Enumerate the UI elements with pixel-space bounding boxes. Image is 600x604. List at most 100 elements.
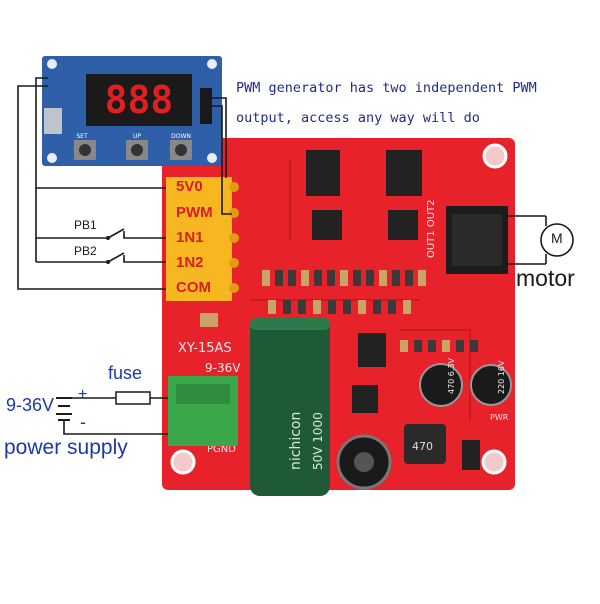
big-capacitor [250,318,330,496]
terminal-label-pwm: PWM [176,204,213,221]
switch-node [106,260,110,264]
smd-part [288,270,296,286]
button-set [79,144,91,156]
led-digits: 888 [105,78,174,122]
button-label-up: UP [133,133,141,140]
small-cap-label: 220 16V [497,360,506,394]
motor-symbol-label: M [551,230,563,246]
ic-chip [352,385,378,413]
power-supply-label: power supply [4,436,128,459]
smd-part [328,300,336,314]
mount-hole [207,153,217,163]
smd-part [353,270,361,286]
ic-chip [312,210,342,240]
smd-part [418,270,426,286]
smd-part [379,270,387,286]
generator-buttons [74,140,192,160]
medium-capacitor-top [354,452,374,472]
ic-chip [386,150,422,196]
mount-hole [47,59,57,69]
smd-part [400,340,408,352]
terminal-label-1n2: 1N2 [176,254,204,271]
mount-hole [482,143,508,169]
cap-brand: nichicon [288,412,304,470]
motor-label: motor [516,265,575,291]
board-voltage: 9-36V [205,361,241,375]
supply-minus: - [80,412,86,432]
smd-part [283,300,291,314]
button-label-set: SET [76,133,88,140]
mount-hole [207,59,217,69]
main-pcb: OUT1 OUT2 XY-15AS 9-36V PGND PWR 470 6.3… [162,138,515,496]
wires [17,77,547,435]
description-line-1: PWM generator has two independent PWM [236,80,537,96]
terminal-screws [229,182,239,293]
smd-part [301,270,309,286]
terminal-label-com: COM [176,279,211,296]
smd-part [403,300,411,314]
smd-part [314,270,322,286]
terminal-label-5v0: 5V0 [176,178,203,195]
out-label: OUT1 OUT2 [426,199,437,258]
smd-part [428,340,436,352]
smd-part [358,300,366,314]
motor-connector-inner [452,214,502,266]
small-cap [419,363,463,407]
smd-part [442,340,450,352]
big-capacitor-top [250,318,330,330]
terminal-block-body [166,177,232,301]
smd-part [373,300,381,314]
cap-value: 50V 1000 [311,412,325,470]
button-up [131,144,143,156]
fuse-label: fuse [108,363,143,383]
motor-symbol [540,223,574,257]
switch-label-pb1: PB1 [74,218,97,232]
smd-part [414,340,422,352]
smd-part [392,270,400,286]
pwm-generator-board: 888 SET UP DOWN [42,56,222,166]
ic-chip [358,333,386,367]
smd-part [275,270,283,286]
smd-cap [200,313,218,327]
mount-hole [47,153,57,163]
small-cap [470,364,512,406]
small-cap-label: 470 6.3V [447,357,456,394]
ic-chip [306,150,340,196]
smd-components [262,270,478,352]
fuse-symbol [115,391,151,405]
smd-part [470,340,478,352]
inductor-label: 470 [412,440,433,453]
terminal-label-1n1: 1N1 [176,229,204,246]
diode [462,440,480,470]
supply-plus: + [78,386,88,403]
button-down [175,144,187,156]
button-label-down: DOWN [171,133,191,140]
pwr-label: PWR [490,413,509,422]
smd-part [262,270,270,286]
smd-part [268,300,276,314]
inductor [404,424,446,464]
smd-part [405,270,413,286]
smd-part [388,300,396,314]
led-display [86,74,192,126]
mount-hole [481,449,507,475]
switch-label-pb2: PB2 [74,244,97,258]
usb-port [44,108,62,134]
smd-part [456,340,464,352]
description-line-2: output, access any way will do [236,110,480,126]
smd-part [327,270,335,286]
pgnd-label: PGND [207,444,236,455]
pin-header [200,88,212,124]
mount-hole [170,449,196,475]
power-terminal-screw [176,384,230,404]
ic-chip [388,210,418,240]
battery-symbol [56,397,72,421]
smd-part [343,300,351,314]
smd-part [366,270,374,286]
supply-voltage: 9-36V [6,395,55,415]
smd-part [313,300,321,314]
smd-part [298,300,306,314]
signal-terminal-block [166,177,239,301]
